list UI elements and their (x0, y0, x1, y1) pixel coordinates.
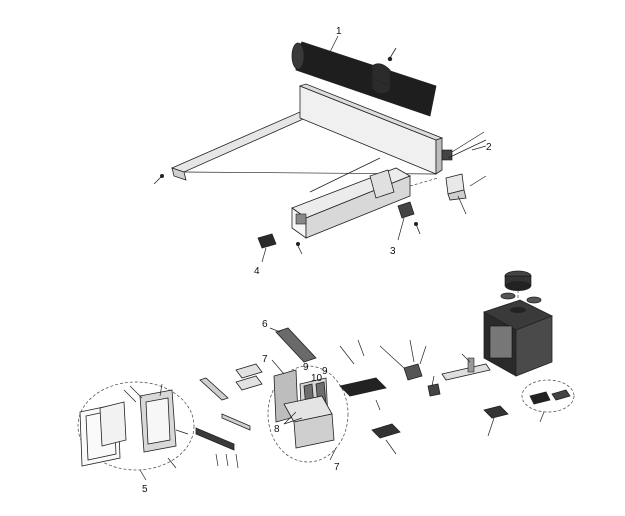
switch-screw (414, 222, 421, 235)
callout-1: 1 (336, 26, 342, 37)
base-plate-part (483, 405, 509, 437)
callout-3: 3 (390, 246, 396, 257)
door-assembly-part (77, 381, 195, 471)
slide-rail-part (441, 353, 491, 381)
callout-5: 5 (142, 484, 148, 495)
callout-7-bottom: 7 (334, 462, 340, 473)
callout-8: 8 (274, 424, 280, 435)
ash-plate-part (339, 339, 387, 411)
stove-body (483, 299, 553, 377)
rail-screw (153, 174, 164, 185)
callout-9-right: 9 (322, 366, 328, 377)
control-box-housing (291, 167, 439, 239)
lower-plate-part (371, 423, 401, 455)
wire-rod (309, 157, 381, 193)
sensor-bracket-part (441, 131, 487, 215)
flue-rings-part (500, 292, 542, 304)
callout-4: 4 (254, 266, 260, 277)
small-shelf-part (235, 363, 263, 391)
blower-tube-part (291, 41, 437, 117)
base-rail-part (170, 83, 444, 181)
callout-9-left: 9 (303, 362, 309, 373)
side-bracket-part (195, 377, 251, 469)
connector-screw (296, 242, 303, 255)
controller-part (521, 379, 575, 423)
tube-screw (387, 47, 397, 62)
callout-2: 2 (486, 142, 492, 153)
callout-10: 10 (311, 373, 323, 384)
connector-part (257, 233, 277, 263)
switch-part (397, 201, 415, 241)
callout-7-top: 7 (262, 354, 268, 365)
flue-collar-part (504, 270, 532, 291)
baffle-plate-part (275, 327, 317, 363)
callout-6: 6 (262, 319, 268, 330)
firebox-lining-part (267, 365, 349, 463)
latch-cluster-part (379, 339, 441, 397)
